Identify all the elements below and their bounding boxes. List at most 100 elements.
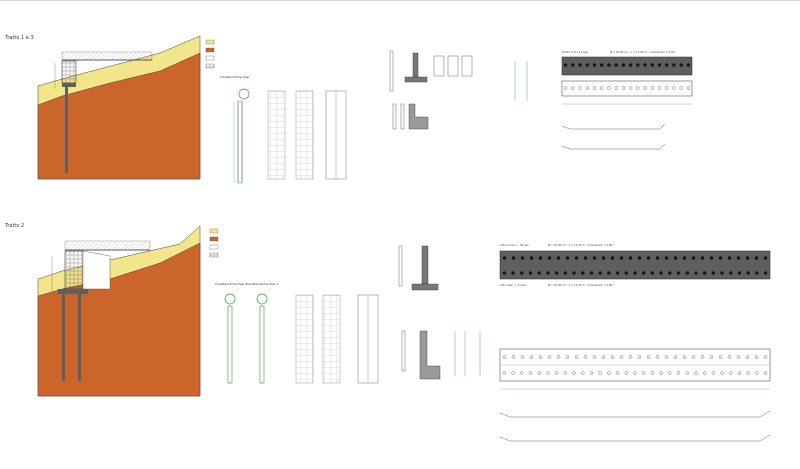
pile-hole [718,256,723,260]
pile-hole [592,86,597,90]
section-title-2: Tratto 2 [5,223,25,229]
pile-hole [556,256,561,260]
pile-hole [511,355,516,359]
pile-hole [665,63,669,67]
pile-hole [502,371,507,375]
pile-hole [628,63,633,67]
pile-hole [628,86,633,90]
pile-hole [685,271,689,275]
pile-hole [529,256,534,260]
pile-hole [621,63,626,67]
pile-hole [621,86,626,90]
pile-hole [709,355,714,359]
pile-hole [585,63,589,67]
pile-hole [511,271,515,275]
pile-hole [650,371,655,375]
pile-hole [502,256,507,260]
pile-hole [737,271,742,275]
pile-hole [672,86,676,90]
pile-hole [736,355,741,359]
pile-hole [589,371,594,375]
pile-hole [583,256,588,260]
pile-hole [686,63,691,67]
pile-hole [659,271,663,275]
pile-hole [563,371,567,375]
pile-hole [729,371,733,375]
pile-hole [642,371,646,375]
pile-hole [763,371,768,375]
pile-hole [554,271,559,275]
pile-hole [691,256,696,260]
pile-hole [619,355,624,359]
section-title-1: Tratto 1 e 3 [5,35,34,41]
pile-hole [720,271,724,275]
pile-hole [581,371,585,375]
pile-hole [598,271,602,275]
pile-hole [694,371,698,375]
pile-hole [571,86,575,90]
pile-hole [546,271,550,275]
pile-hole [746,271,750,275]
pile-hole [578,63,582,67]
beam-caption-3-row: Ø = 40,00 cm - L = 15,00 m - Inclinazion… [548,282,615,287]
pile-hole [614,63,618,67]
pile-hole [763,256,768,260]
pile-hole [668,271,672,275]
pile-hole [720,371,724,375]
section-1-legend [205,39,215,69]
pile-hole [686,86,691,90]
pile-hole [755,371,759,375]
beam-caption-3: Lato valle: n. 31 pali [500,283,527,287]
pile-hole [636,86,640,90]
pile-hole [745,355,750,359]
pile-hole [619,256,624,260]
pile-hole [592,256,597,260]
pile-hole [614,86,618,90]
pile-hole [646,355,651,359]
pile-hole [610,256,615,260]
pile-hole [679,86,683,90]
pile-hole [607,271,611,275]
pile-hole [679,63,683,67]
pile-hole [628,256,633,260]
pile-hole [633,371,637,375]
pile-hole [520,355,525,359]
pile-hole [746,371,750,375]
pile-hole [703,371,707,375]
pile-caption-2a: Caratteristiche Palo 1 [215,282,247,286]
beam-caption-2: Lato monte: n. 30 pali [500,243,529,247]
pile-hole [538,355,543,359]
pile-hole [673,355,678,359]
pile-hole [529,355,534,359]
pile-hole [624,371,628,375]
pile-hole [655,355,660,359]
pile-hole [665,86,669,90]
pile-hole [711,371,716,375]
pile-hole [511,371,515,375]
pile-hole [502,271,507,275]
pile-hole [601,256,606,260]
pile-hole [520,256,525,260]
section-1-pile-detail: Caratteristiche Palo [220,75,347,184]
pile-hole [607,371,611,375]
pile-hole [636,63,640,67]
pile-hole [650,63,654,67]
pile-hole [637,256,642,260]
pile-hole [538,256,543,260]
pile-hole [703,271,707,275]
pile-hole [520,371,524,375]
pile-hole [643,86,647,90]
pile-hole [571,63,575,67]
pile-hole [574,256,579,260]
pile-hole [754,355,759,359]
pile-hole [700,355,705,359]
pile-hole [737,371,742,375]
beam-caption-1: Tratto: 2 Ø x 14 pali [562,49,588,54]
pile-hole [736,256,741,260]
section-2-legend [209,228,219,258]
pile-hole [691,355,696,359]
pile-hole [682,256,687,260]
pile-hole [659,371,663,375]
